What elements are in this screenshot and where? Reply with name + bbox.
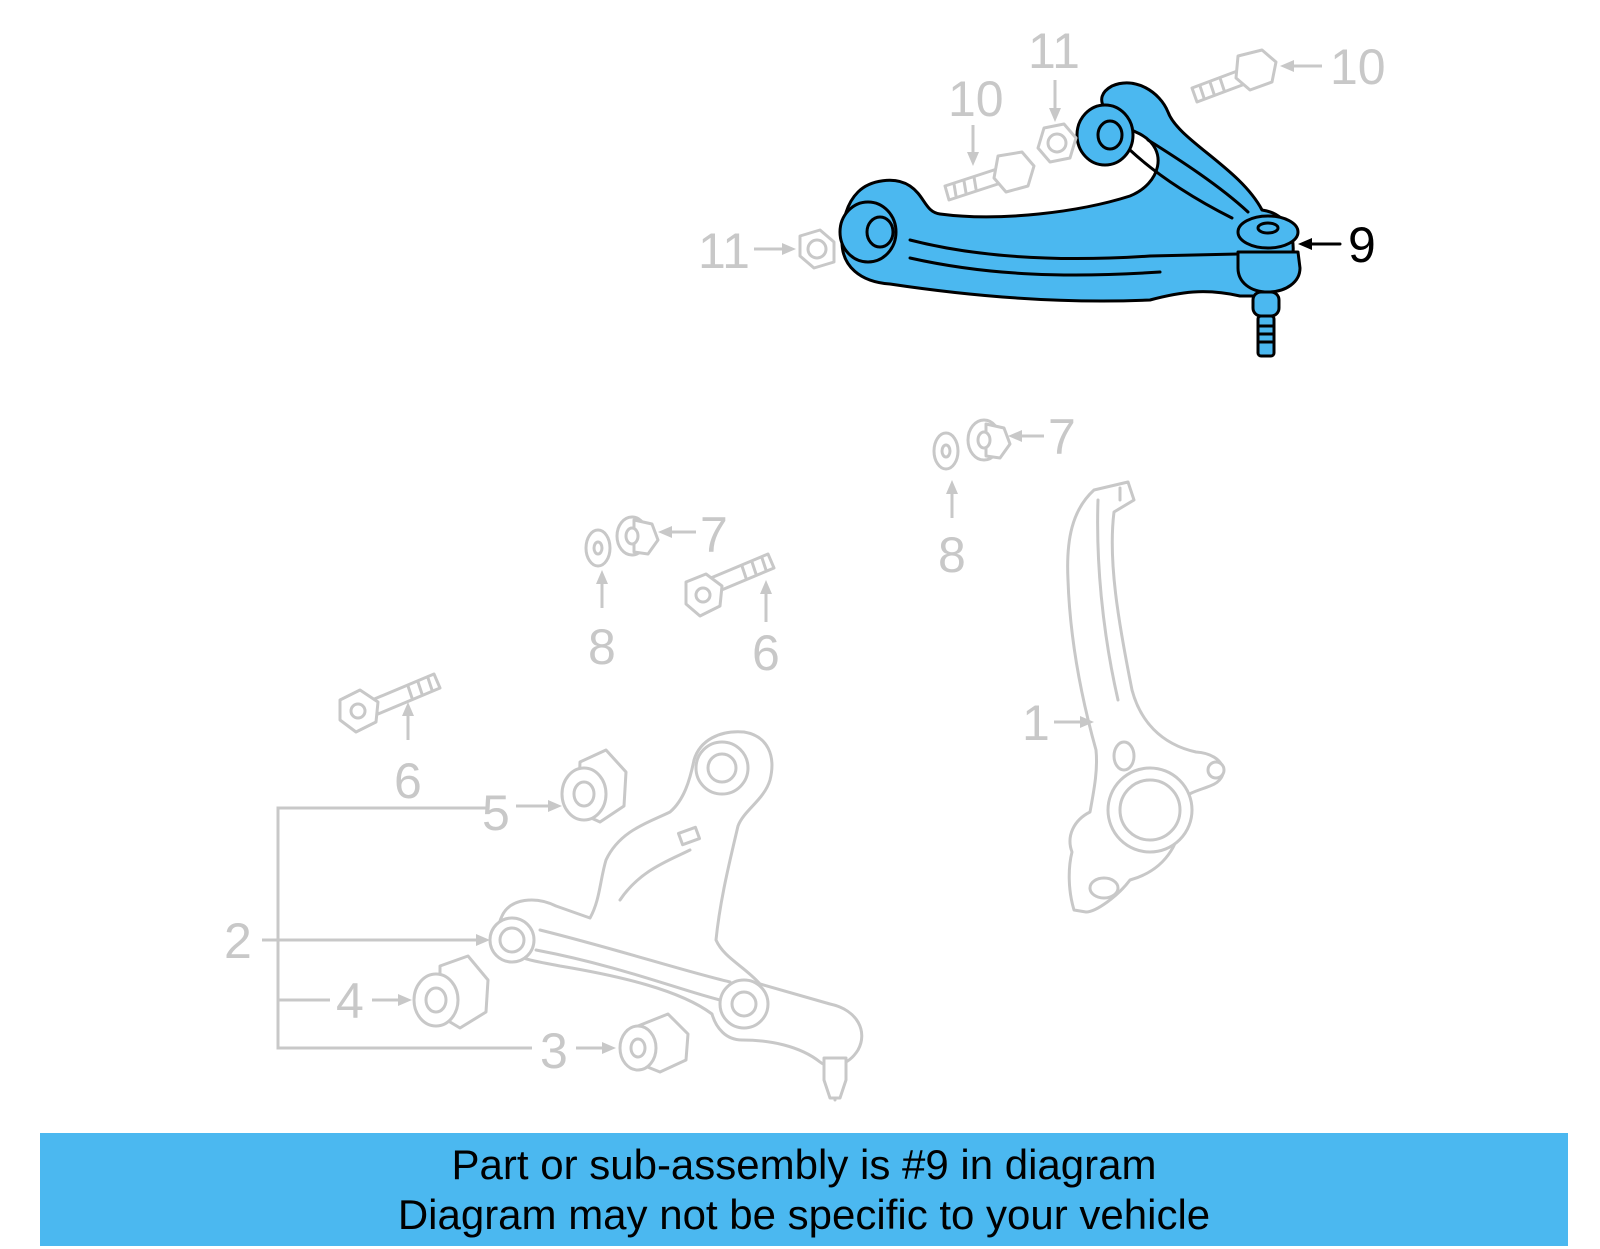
bushing-3 — [618, 1012, 690, 1074]
bolt-10-left — [943, 150, 1036, 202]
callout-9-arrowhead — [1298, 238, 1312, 250]
callout-7-middle[interactable]: 7 — [700, 507, 728, 563]
bolt-6-left — [338, 672, 442, 734]
bushing-4 — [412, 954, 490, 1030]
bushing-5 — [560, 748, 628, 824]
info-banner: Part or sub-assembly is #9 in diagram Di… — [40, 1133, 1568, 1246]
banner-line-part-number: Part or sub-assembly is #9 in diagram — [451, 1140, 1157, 1188]
callout-8-right[interactable]: 8 — [938, 527, 966, 583]
nut-11-upper — [1036, 122, 1078, 164]
callout-2[interactable]: 2 — [224, 913, 252, 969]
bolt-10-right — [1190, 48, 1278, 104]
washer-8-right — [932, 431, 960, 471]
nut-7-right — [966, 418, 1012, 462]
callout-9[interactable]: 9 — [1348, 217, 1376, 273]
callout-10-right[interactable]: 10 — [1330, 39, 1386, 95]
callout-10-left[interactable]: 10 — [948, 71, 1004, 127]
callout-3[interactable]: 3 — [540, 1023, 568, 1079]
callout-11-left[interactable]: 11 — [698, 223, 750, 279]
lower-control-arm — [488, 730, 864, 1102]
nut-11-left — [798, 228, 836, 270]
nut-7-middle — [615, 515, 660, 557]
callout-8-middle[interactable]: 8 — [588, 619, 616, 675]
upper-control-arm-highlighted[interactable] — [838, 81, 1302, 358]
callout-4[interactable]: 4 — [336, 973, 364, 1029]
callout-bracket — [262, 806, 532, 1050]
banner-line-disclaimer: Diagram may not be specific to your vehi… — [397, 1190, 1211, 1238]
washer-8-middle — [584, 528, 612, 568]
info-banner-background — [40, 1133, 1568, 1246]
callout-6-left[interactable]: 6 — [394, 753, 422, 809]
callout-7-right[interactable]: 7 — [1048, 409, 1076, 465]
callout-1[interactable]: 1 — [1022, 695, 1050, 751]
callout-6-middle[interactable]: 6 — [752, 625, 780, 681]
bolt-6-middle — [684, 552, 776, 618]
steering-knuckle — [1066, 480, 1226, 914]
callout-5[interactable]: 5 — [482, 785, 510, 841]
callout-11-top[interactable]: 11 — [1028, 23, 1080, 79]
